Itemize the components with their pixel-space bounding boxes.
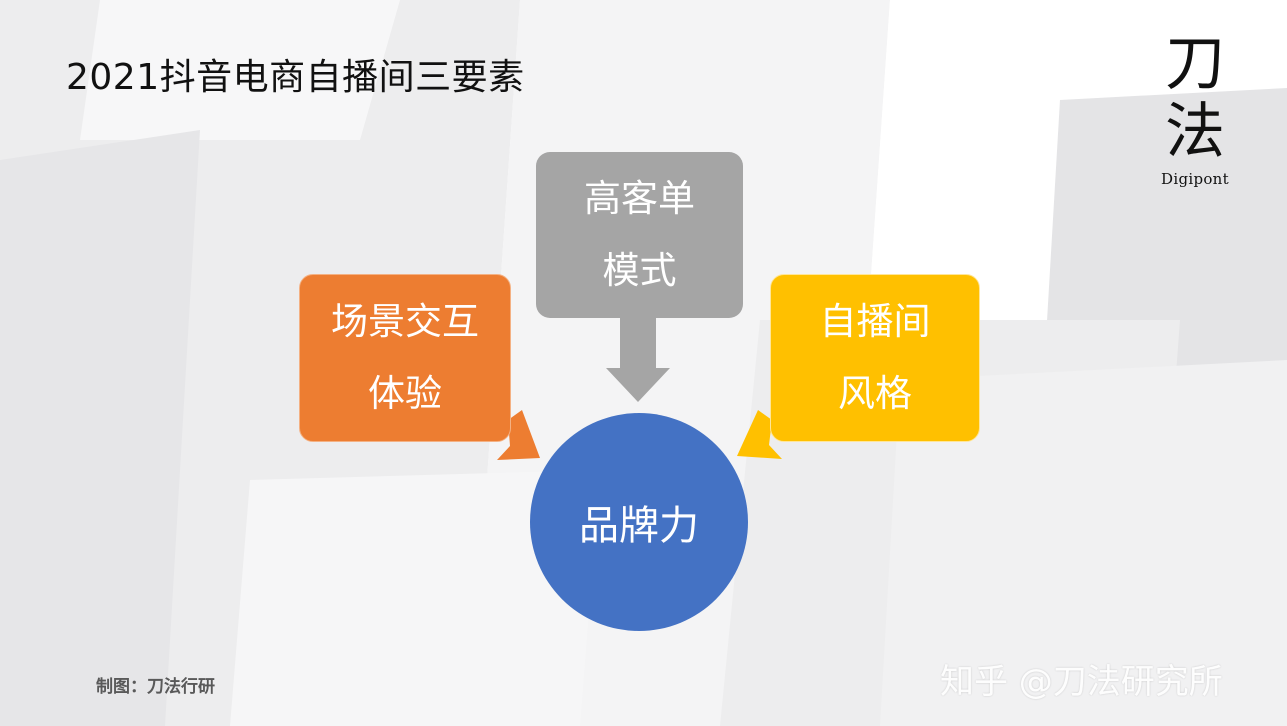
- node-label: 体验: [368, 372, 442, 415]
- credit-text: 制图：刀法行研: [96, 677, 215, 697]
- node-label: 风格: [838, 372, 912, 415]
- logo-char-2: 法: [1165, 97, 1225, 167]
- node-label: 场景交互: [331, 300, 479, 343]
- page-title: 2021抖音电商自播间三要素: [66, 57, 525, 98]
- logo-char-1: 刀: [1165, 29, 1225, 99]
- node-label: 高客单: [584, 177, 695, 220]
- brand-logo: 刀 法 Digipont: [1150, 30, 1240, 188]
- node-label: 自播间: [819, 300, 931, 343]
- node-label: 模式: [602, 249, 677, 292]
- logo-english: Digipont: [1161, 170, 1229, 188]
- node-scene-interaction: 场景交互 体验: [299, 274, 511, 442]
- node-high-ticket-model: 高客单 模式: [536, 152, 743, 318]
- watermark-text: 知乎 @刀法研究所: [940, 662, 1223, 702]
- node-brand-power: 品牌力: [530, 413, 748, 631]
- node-livestream-style: 自播间 风格: [770, 274, 980, 442]
